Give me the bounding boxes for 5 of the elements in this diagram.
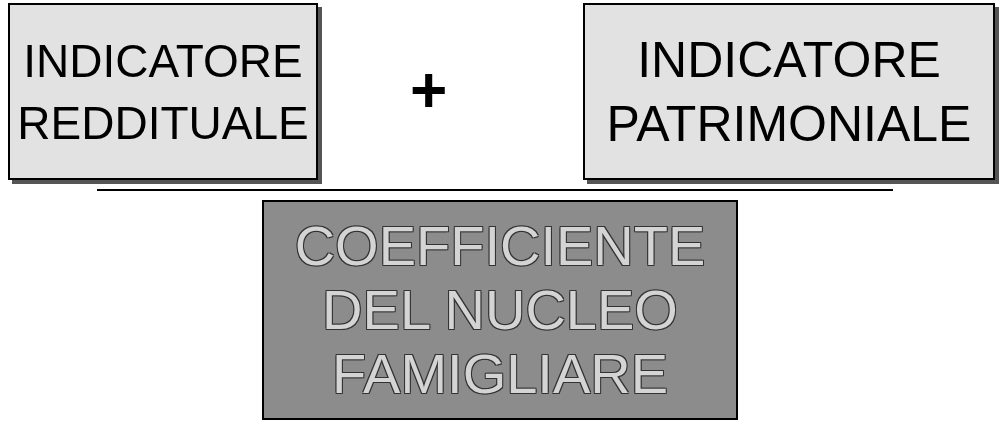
term-box [262, 200, 738, 420]
term-text: INDICATORE PATRIMONIALE [605, 30, 973, 154]
plus-sign: + [410, 55, 448, 125]
term-text: COEFFICIENTE DEL NUCLEO FAMIGLIARE [293, 214, 707, 406]
term-text: INDICATORE REDDITUALE [16, 33, 310, 151]
